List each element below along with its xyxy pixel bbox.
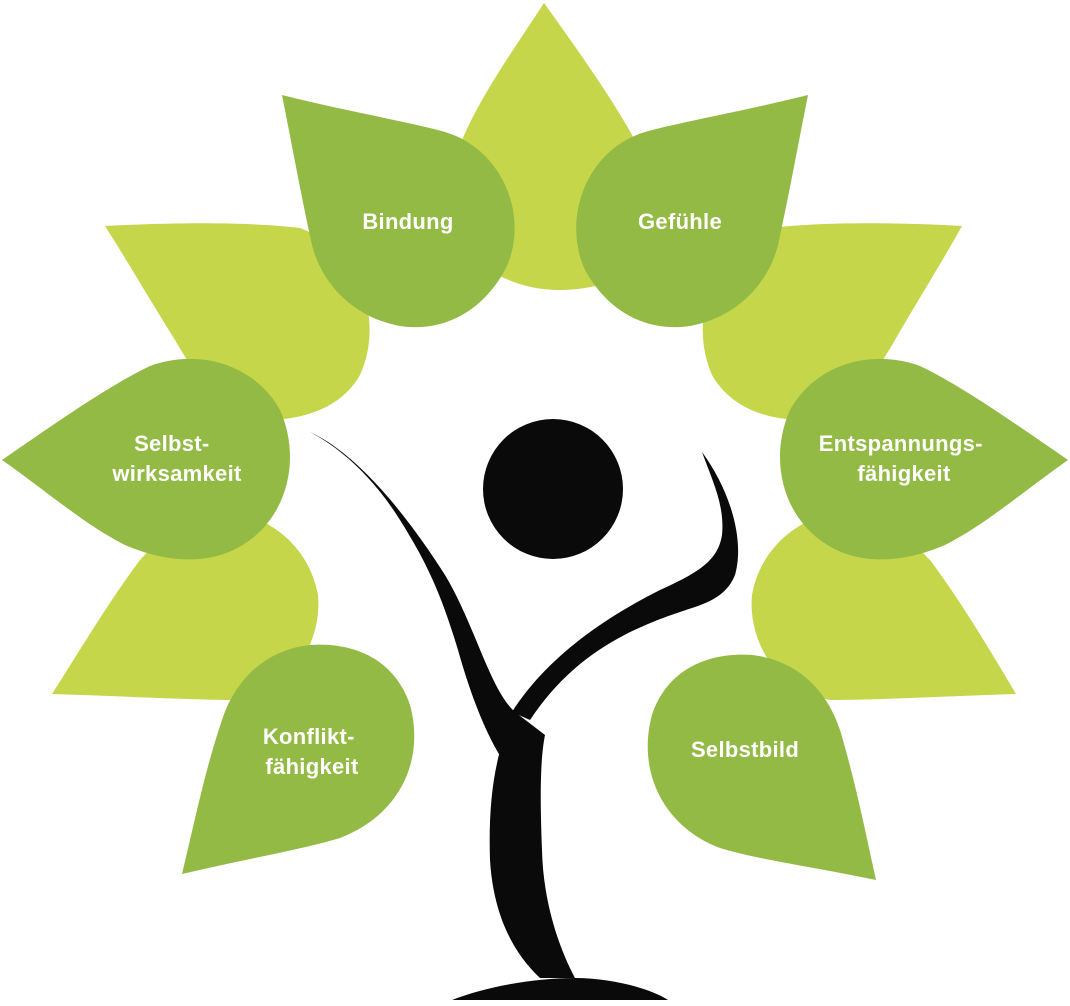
leaf-bindung bbox=[282, 95, 515, 328]
figure-base bbox=[452, 978, 668, 1000]
leaf-gefuehle bbox=[576, 95, 808, 328]
light-leaf-upper-right bbox=[702, 223, 962, 420]
label-selbstbild: Selbstbild bbox=[691, 737, 799, 762]
label-gefuehle: Gefühle bbox=[638, 209, 722, 234]
label-selbstwirksamkeit-line-2: wirksamkeit bbox=[111, 461, 242, 486]
leaf-labels: Bindung Gefühle Selbst- wirksamkeit Ents… bbox=[111, 209, 989, 779]
leaf-selbstwirksamkeit bbox=[2, 358, 290, 560]
label-selbstbild-line-1: Selbstbild bbox=[691, 737, 799, 762]
label-konfliktfaehigkeit: Konflikt- fähigkeit bbox=[263, 724, 361, 779]
light-leaf-lower-left bbox=[52, 511, 319, 700]
label-bindung: Bindung bbox=[362, 209, 453, 234]
foreground-leaves bbox=[2, 95, 1068, 880]
light-leaf-lower-right bbox=[751, 511, 1016, 700]
figure-left-arm bbox=[310, 432, 520, 770]
leaf-selbstbild bbox=[647, 654, 876, 880]
label-bindung-line-1: Bindung bbox=[362, 209, 453, 234]
leaf-entspannungsfaehigkeit bbox=[780, 358, 1068, 560]
label-entspannungsfaehigkeit: Entspannungs- fähigkeit bbox=[819, 431, 989, 486]
label-konfliktfaehigkeit-line-1: Konflikt- bbox=[263, 724, 355, 749]
figure-head bbox=[483, 419, 623, 559]
leaf-konfliktfaehigkeit bbox=[182, 644, 415, 874]
light-leaf-upper-left bbox=[105, 223, 370, 420]
label-selbstwirksamkeit-line-1: Selbst- bbox=[134, 431, 209, 456]
figure-trunk bbox=[489, 712, 575, 978]
label-konfliktfaehigkeit-line-2: fähigkeit bbox=[265, 754, 359, 779]
figure-right-arm bbox=[512, 452, 739, 720]
human-figure bbox=[310, 419, 739, 1000]
background-leaves bbox=[52, 3, 1016, 700]
label-entspannungsfaehigkeit-line-2: fähigkeit bbox=[857, 461, 951, 486]
label-entspannungsfaehigkeit-line-1: Entspannungs- bbox=[819, 431, 983, 456]
label-gefuehle-line-1: Gefühle bbox=[638, 209, 722, 234]
label-selbstwirksamkeit: Selbst- wirksamkeit bbox=[111, 431, 242, 486]
